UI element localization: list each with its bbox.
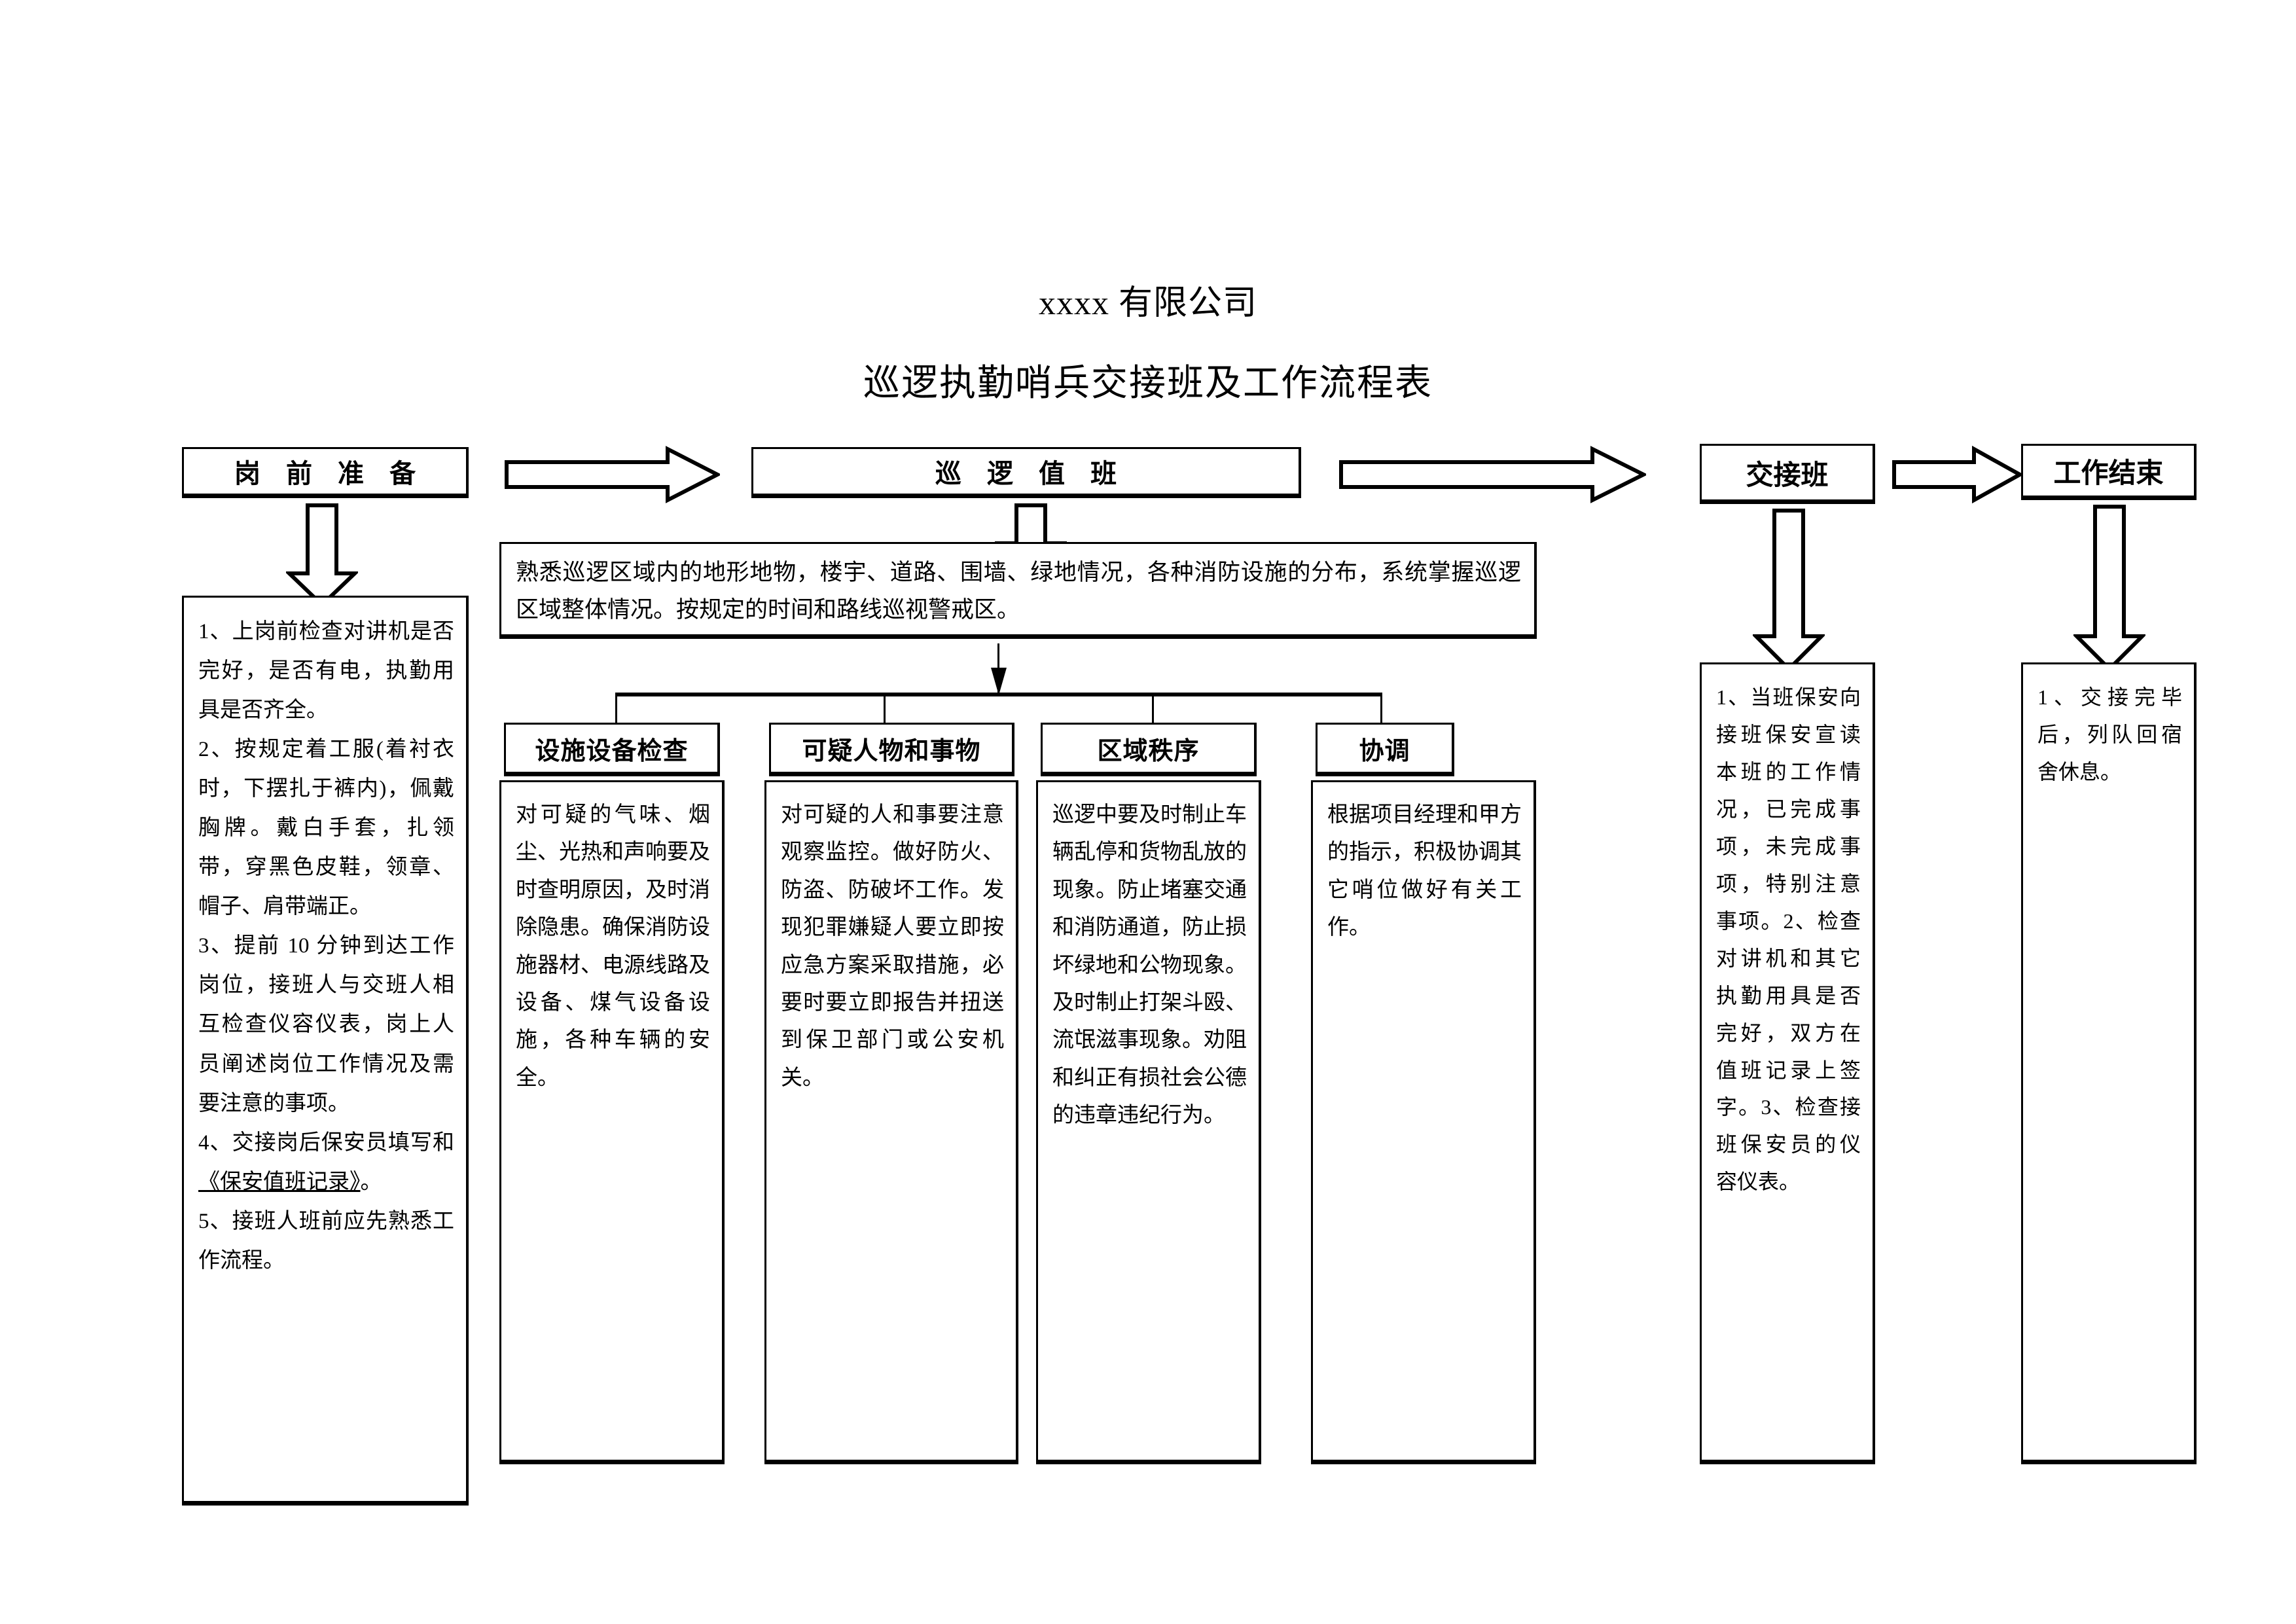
pre-duty-item-1: 1、上岗前检查对讲机是否完好，是否有电，执勤用具是否齐全。 <box>198 620 454 723</box>
category-body-4: 根据项目经理和甲方的指示，积极协调其它哨位做好有关工作。 <box>1327 803 1522 940</box>
category-body-2: 对可疑的人和事要注意观察监控。做好防火、防盗、防破坏工作。发现犯罪嫌疑人要立即按… <box>781 803 1004 1090</box>
stage-box-handover[interactable]: 交接班 <box>1700 444 1875 504</box>
category-body-3: 巡逻中要及时制止车辆乱停和货物乱放的现象。防止堵塞交通和消防通道，防止损坏绿地和… <box>1052 803 1247 1128</box>
pre-duty-item-4-head: 4、交接岗后保安员填写和 <box>198 1130 454 1155</box>
category-title-box-4[interactable]: 协调 <box>1316 723 1454 776</box>
category-title-3: 区域秩序 <box>1097 737 1200 765</box>
branch-bus-line <box>615 693 1382 696</box>
category-body-1: 对可疑的气味、烟尘、光热和声响要及时查明原因，及时消除隐患。确保消防设施器材、电… <box>516 803 710 1090</box>
category-body-box-2: 对可疑的人和事要注意观察监控。做好防火、防盗、防破坏工作。发现犯罪嫌疑人要立即按… <box>764 780 1018 1464</box>
stage-box-patrol[interactable]: 巡 逻 值 班 <box>751 447 1301 498</box>
down-solid-arrow-icon-branch <box>991 668 1007 695</box>
down-block-arrow-icon-handover <box>1753 509 1825 672</box>
pre-duty-item-5: 5、接班人班前应先熟悉工作流程。 <box>198 1209 454 1272</box>
down-block-arrow-icon-pre-duty <box>286 503 358 607</box>
stage-label-pre-duty: 岗 前 准 备 <box>234 460 425 488</box>
pre-duty-item-2: 2、按规定着工服(着衬衣时，下摆扎于裤内)，佩戴胸牌。戴白手套，扎领带，穿黑色皮… <box>198 738 454 919</box>
pre-duty-item-4-tail: 。 <box>360 1170 382 1194</box>
stage-box-work-end[interactable]: 工作结束 <box>2021 444 2197 500</box>
pre-duty-item-4: 4、交接岗后保安员填写和《保安值班记录》。 <box>198 1123 454 1202</box>
category-body-box-3: 巡逻中要及时制止车辆乱停和货物乱放的现象。防止堵塞交通和消防通道，防止损坏绿地和… <box>1036 780 1261 1464</box>
work-end-detail-box: 1、交接完毕后，列队回宿舍休息。 <box>2021 662 2197 1464</box>
handover-detail-box: 1、当班保安向接班保安宣读本班的工作情况，已完成事项，未完成事项，特别注意事项。… <box>1700 662 1875 1464</box>
branch-leg-4 <box>1380 693 1382 727</box>
stage-label-work-end: 工作结束 <box>2053 457 2164 488</box>
category-title-box-2[interactable]: 可疑人物和事物 <box>769 723 1014 776</box>
right-block-arrow-icon-2 <box>1339 446 1646 503</box>
work-end-detail-text: 1、交接完毕后，列队回宿舍休息。 <box>2037 685 2182 784</box>
stage-box-pre-duty[interactable]: 岗 前 准 备 <box>182 447 469 498</box>
category-title-4: 协调 <box>1359 737 1410 765</box>
down-block-arrow-icon-work-end <box>2073 505 2145 672</box>
branch-leg-2 <box>884 693 886 727</box>
category-title-box-1[interactable]: 设施设备检查 <box>504 723 720 776</box>
patrol-overview-text: 熟悉巡逻区域内的地形地物，楼宇、道路、围墙、绿地情况，各种消防设施的分布，系统掌… <box>516 560 1521 623</box>
document-title: 巡逻执勤哨兵交接班及工作流程表 <box>863 363 1433 404</box>
patrol-overview-box: 熟悉巡逻区域内的地形地物，楼宇、道路、围墙、绿地情况，各种消防设施的分布，系统掌… <box>499 542 1537 639</box>
stage-label-patrol: 巡 逻 值 班 <box>935 460 1126 488</box>
company-title: xxxx 有限公司 <box>1038 285 1257 322</box>
stage-label-handover: 交接班 <box>1746 459 1829 490</box>
pre-duty-detail-box: 1、上岗前检查对讲机是否完好，是否有电，执勤用具是否齐全。 2、按规定着工服(着… <box>182 596 469 1506</box>
category-body-box-4: 根据项目经理和甲方的指示，积极协调其它哨位做好有关工作。 <box>1311 780 1536 1464</box>
branch-leg-3 <box>1152 693 1154 727</box>
right-block-arrow-icon-3 <box>1892 445 2022 504</box>
category-title-2: 可疑人物和事物 <box>802 737 981 765</box>
branch-leg-1 <box>615 693 617 727</box>
category-title-1: 设施设备检查 <box>535 737 689 765</box>
handover-detail-text: 1、当班保安向接班保安宣读本班的工作情况，已完成事项，未完成事项，特别注意事项。… <box>1716 685 1861 1194</box>
pre-duty-item-3: 3、提前 10 分钟到达工作岗位，接班人与交班人相互检查仪容仪表，岗上人员阐述岗… <box>198 934 454 1115</box>
duty-log-reference: 《保安值班记录》 <box>198 1170 361 1194</box>
category-body-box-1: 对可疑的气味、烟尘、光热和声响要及时查明原因，及时消除隐患。确保消防设施器材、电… <box>499 780 725 1464</box>
right-block-arrow-icon-1 <box>505 446 720 503</box>
category-title-box-3[interactable]: 区域秩序 <box>1041 723 1257 776</box>
